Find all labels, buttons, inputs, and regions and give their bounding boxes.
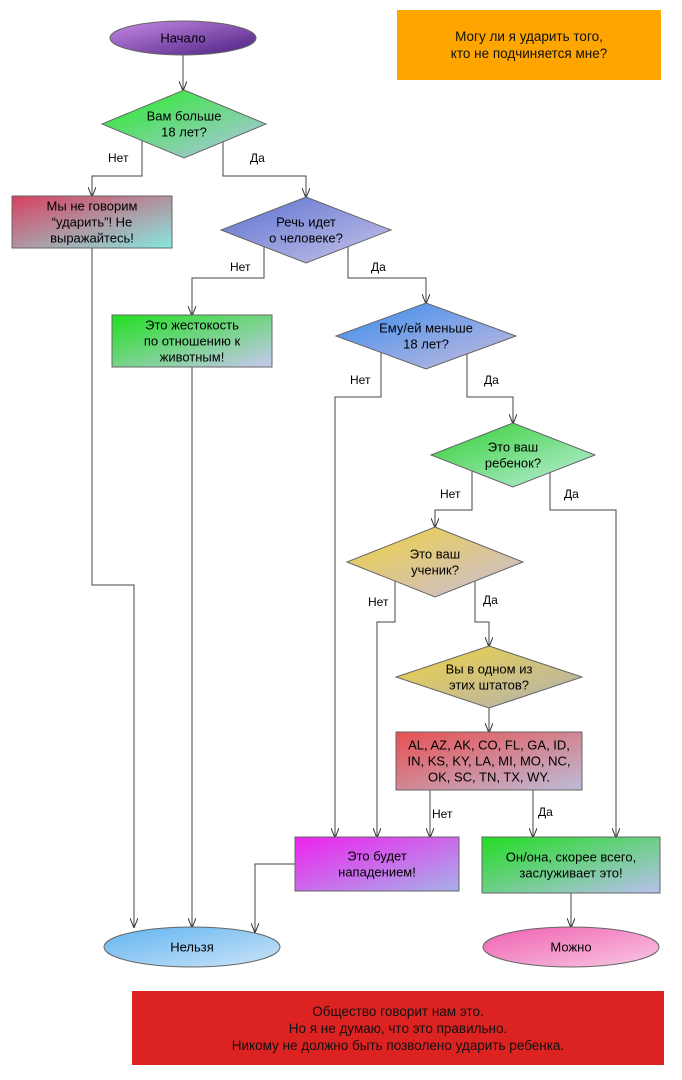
node-q-states-line-1: Вы в одном из bbox=[446, 662, 533, 677]
edge-q_your_child-to-box_deserves bbox=[549, 471, 616, 837]
node-box-states-line-2: IN, KS, KY, LA, MI, MO, NC, bbox=[407, 754, 570, 769]
node-start-shape bbox=[109, 20, 257, 56]
edge-q_over18-to-q_human bbox=[222, 141, 306, 197]
node-q-student-shape bbox=[345, 526, 525, 598]
node-box-assault-line-2: нападением! bbox=[338, 865, 416, 880]
edge-q_human-to-box_animals bbox=[192, 247, 265, 315]
node-q-over18-line-1: Вам больше bbox=[147, 109, 222, 124]
edge-label-q_human-to-q_under18: Да bbox=[371, 260, 386, 274]
node-box-no-word-shape bbox=[11, 195, 173, 249]
edge-label-q_your_child-to-q_student: Нет bbox=[440, 487, 461, 501]
node-end-no: Нельзя bbox=[103, 926, 281, 968]
node-box-assault-line-1: Это будет bbox=[347, 849, 407, 864]
footer-line-3: Никому не должно быть позволено ударить … bbox=[231, 1037, 565, 1053]
footer-line-1: Общество говорит нам это. bbox=[312, 1003, 484, 1019]
node-start-line-1: Начало bbox=[160, 31, 205, 46]
node-q-student-line-2: ученик? bbox=[411, 563, 459, 578]
node-box-no-word-line-1: Мы не говорим bbox=[47, 199, 138, 214]
node-box-no-word-line-2: “ударить”! Не bbox=[52, 215, 133, 230]
node-box-animals-shape bbox=[111, 314, 273, 368]
node-end-no-shape bbox=[103, 926, 281, 968]
node-box-deserves-shape bbox=[481, 836, 661, 894]
edge-box_no_word-to-end_no bbox=[91, 248, 134, 927]
node-end-yes: Можно bbox=[482, 926, 660, 968]
edge-q_student-to-q_states bbox=[474, 580, 489, 646]
edge-label-q_under18-to-q_your_child: Да bbox=[484, 373, 499, 387]
node-q-your-child-line-2: ребенок? bbox=[485, 456, 541, 471]
edge-box_assault-to-end_no bbox=[255, 863, 295, 932]
node-q-under18-shape bbox=[334, 302, 518, 370]
node-box-assault-shape bbox=[294, 836, 460, 892]
node-box-states-line-1: AL, AZ, AK, CO, FL, GA, ID, bbox=[408, 738, 570, 753]
node-q-your-child-line-1: Это ваш bbox=[488, 440, 538, 455]
edge-label-q_human-to-box_animals: Нет bbox=[230, 260, 251, 274]
title-line-1: Могу ли я ударить того, bbox=[455, 29, 603, 44]
node-q-over18-shape bbox=[100, 89, 268, 159]
node-q-human-line-1: Речь идет bbox=[276, 215, 336, 230]
edge-q_under18-to-q_your_child bbox=[466, 353, 513, 423]
node-box-states-shape bbox=[395, 731, 583, 791]
title-line-2: кто не подчиняется мне? bbox=[450, 46, 608, 61]
node-q-human-shape bbox=[219, 196, 393, 264]
node-end-yes-shape bbox=[482, 926, 660, 968]
edge-label-q_over18-to-q_human: Да bbox=[250, 151, 265, 165]
node-box-states: AL, AZ, AK, CO, FL, GA, ID,IN, KS, KY, L… bbox=[395, 731, 583, 791]
node-start: Начало bbox=[109, 20, 257, 56]
edge-label-q_under18-to-box_assault: Нет bbox=[350, 373, 371, 387]
edge-label-box_states-to-box_assault: Нет bbox=[432, 807, 453, 821]
node-q-states-shape bbox=[394, 645, 584, 709]
node-end-no-line-1: Нельзя bbox=[170, 940, 214, 955]
node-box-deserves-line-1: Он/она, скорее всего, bbox=[506, 850, 636, 865]
node-box-states-line-3: OK, SC, TN, TX, WY. bbox=[428, 770, 550, 785]
footer-line-2: Но я не думаю, что это правильно. bbox=[288, 1020, 508, 1036]
edge-label-box_states-to-box_deserves: Да bbox=[538, 805, 553, 819]
node-q-your-child-shape bbox=[429, 422, 597, 488]
node-q-student-line-1: Это ваш bbox=[410, 547, 460, 562]
edge-q_student-to-box_assault bbox=[377, 580, 396, 837]
edge-label-q_over18-to-box_no_word: Нет bbox=[108, 151, 129, 165]
edge-label-q_student-to-box_assault: Нет bbox=[368, 595, 389, 609]
title-box: Могу ли я ударить того, кто не подчиняет… bbox=[397, 10, 661, 80]
node-box-animals-line-2: по отношению к bbox=[144, 334, 241, 349]
node-box-deserves-line-2: заслуживает это! bbox=[519, 866, 622, 881]
node-box-no-word-line-3: выражайтесь! bbox=[50, 231, 134, 246]
edge-q_human-to-q_under18 bbox=[347, 247, 426, 303]
edge-label-q_your_child-to-box_deserves: Да bbox=[564, 487, 579, 501]
node-q-human-line-2: о человеке? bbox=[269, 231, 343, 246]
node-q-under18-line-1: Ему/ей меньше bbox=[379, 321, 473, 336]
edge-q_under18-to-box_assault bbox=[335, 353, 382, 837]
node-q-over18-line-2: 18 лет? bbox=[161, 125, 207, 140]
node-q-under18-line-2: 18 лет? bbox=[403, 337, 449, 352]
node-box-animals-line-3: животным! bbox=[160, 350, 225, 365]
node-q-states-line-2: этих штатов? bbox=[449, 678, 529, 693]
footer-box: Общество говорит нам это. Но я не думаю,… bbox=[132, 991, 664, 1065]
edge-q_over18-to-box_no_word bbox=[92, 141, 143, 196]
edge-q_your_child-to-q_student bbox=[435, 471, 473, 527]
node-end-yes-line-1: Можно bbox=[550, 940, 591, 955]
node-box-animals-line-1: Это жестокость bbox=[145, 318, 239, 333]
edge-label-q_student-to-q_states: Да bbox=[483, 593, 498, 607]
node-box-deserves: Он/она, скорее всего,заслуживает это! bbox=[481, 836, 661, 894]
